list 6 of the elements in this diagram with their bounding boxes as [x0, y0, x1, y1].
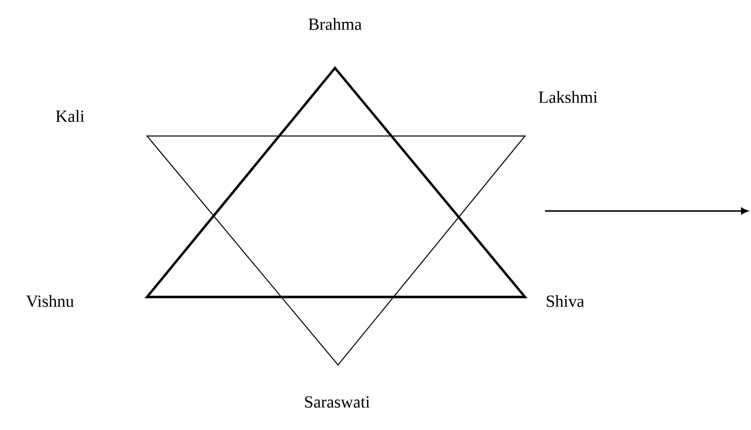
vertex-label: Brahma: [308, 18, 362, 30]
vertex-label: Vishnu: [26, 294, 74, 307]
vertex-label: Kali: [56, 110, 84, 122]
vertex-label: Lakshmi: [538, 91, 598, 103]
vertex-label: Shiva: [546, 295, 584, 307]
vertex-label: Saraswati: [305, 396, 370, 408]
